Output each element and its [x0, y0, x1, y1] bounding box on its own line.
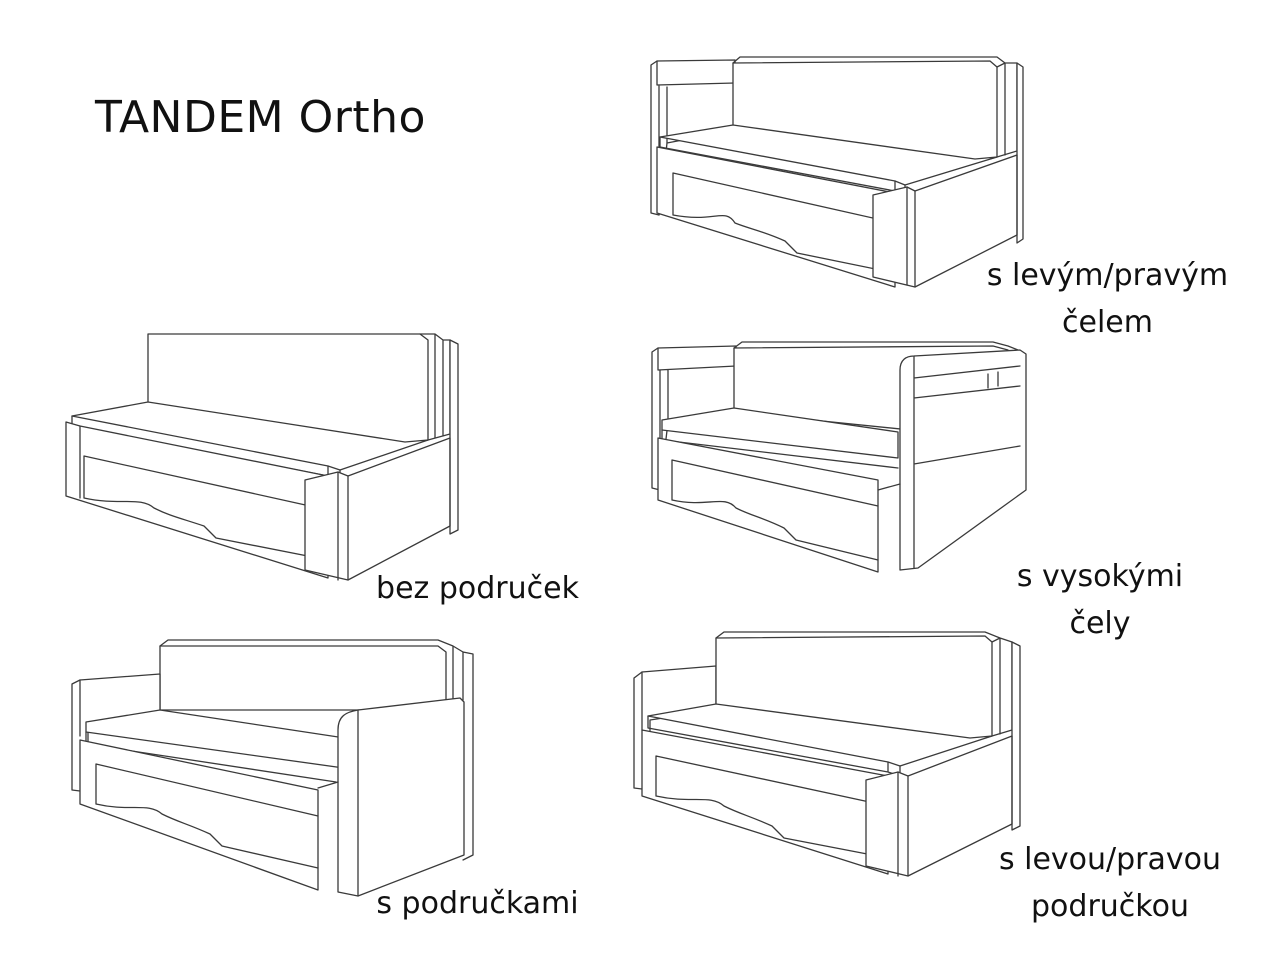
bed-frame: [658, 438, 878, 572]
low-end-right: [305, 438, 450, 580]
variant-label-left-right-headboard: s levým/pravým čelem: [986, 258, 1229, 340]
bed-frame: [80, 740, 318, 890]
side-end-right: [1017, 63, 1023, 243]
variant-label-no-armrests: bez područek: [376, 571, 579, 606]
variant-label-high-headboards: s vysokými čely: [1016, 559, 1184, 641]
page-title: TANDEM Ortho: [95, 92, 426, 143]
variant-label-left-right-armrest: s levou/pravou područkou: [998, 842, 1222, 924]
sofa-left-right-armrest-drawing: [630, 630, 1030, 880]
side-end-right: [1012, 642, 1020, 830]
high-headboard-right: [878, 350, 1026, 570]
sofa-left-right-headboard-drawing: [645, 55, 1030, 295]
low-end-right: [866, 736, 1012, 876]
variant-label-armrests: s područkami: [376, 886, 579, 921]
sofa-no-armrests-drawing: [60, 330, 470, 585]
sofa-armrests-drawing: [68, 640, 488, 900]
bed-frame: [66, 422, 328, 578]
low-end-right: [873, 155, 1017, 287]
bed-frame: [657, 147, 895, 287]
bed-frame: [642, 730, 888, 874]
side-end-right: [450, 340, 458, 534]
sofa-high-headboards-drawing: [648, 340, 1033, 580]
armrest-right: [318, 698, 464, 896]
